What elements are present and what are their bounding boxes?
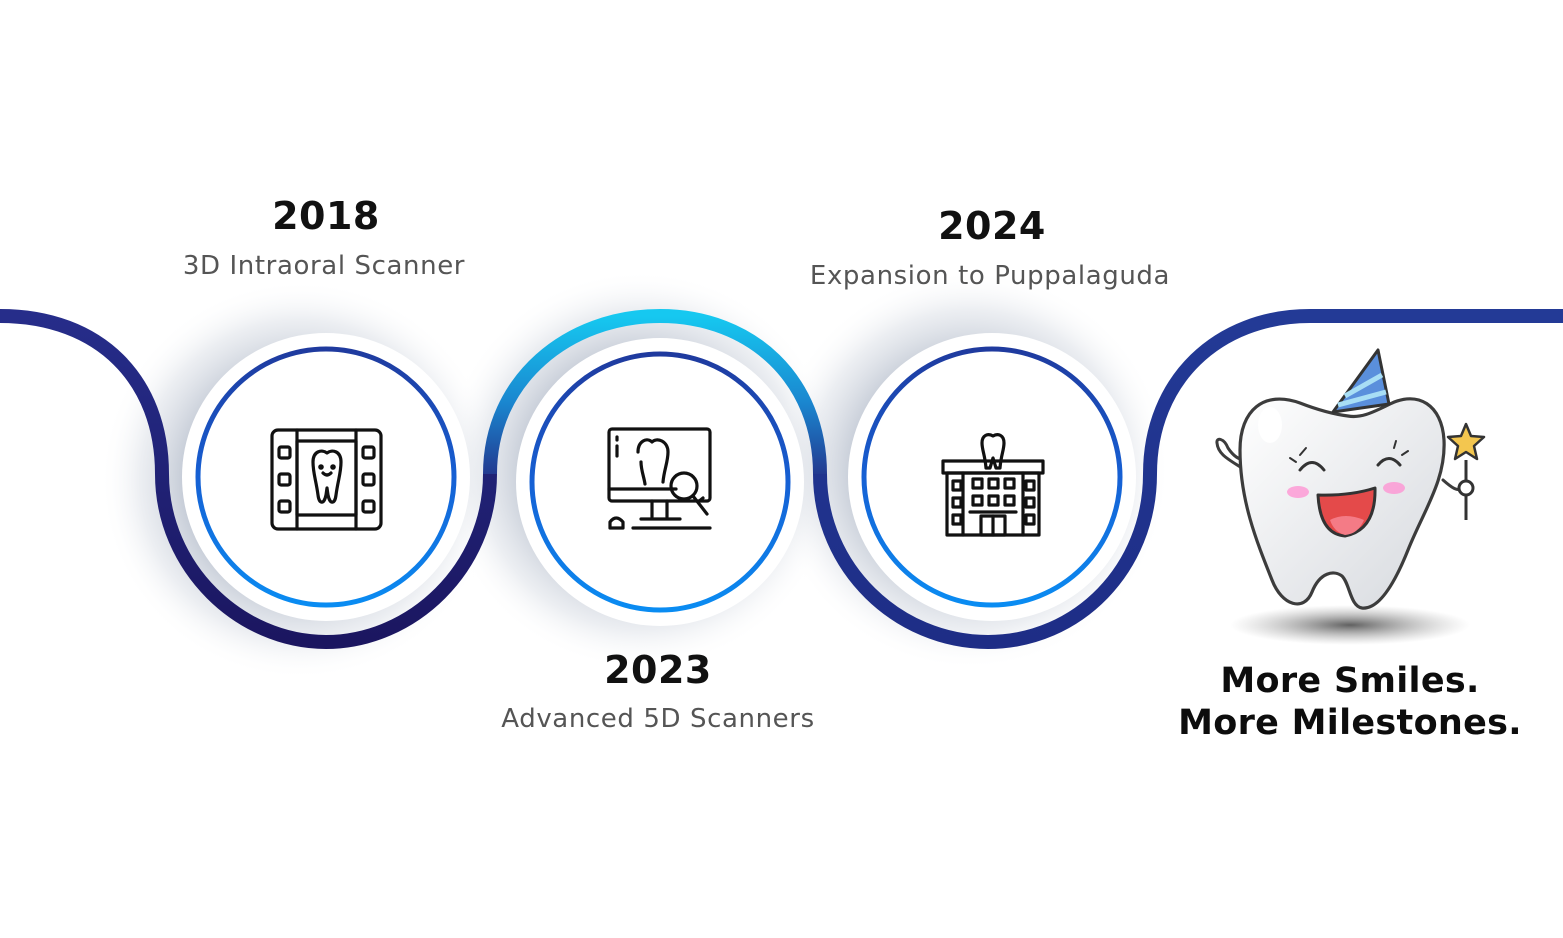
dental-clinic-building-icon [941,433,1045,537]
tooth-xray-film-icon [270,428,383,531]
milestone-2024-year: 2024 [938,204,1046,248]
tagline-line-2: More Milestones. [1178,703,1522,743]
milestone-2024-disc [848,333,1136,621]
milestone-2023-description: Advanced 5D Scanners [501,704,815,734]
dental-scan-monitor-icon [607,427,712,530]
milestone-2023-year: 2023 [604,648,712,692]
tagline-line-1: More Smiles. [1220,661,1480,701]
milestone-2024-description: Expansion to Puppalaguda [809,261,1171,291]
milestone-2018-disc [182,333,470,621]
milestone-2023-disc [516,338,804,626]
timeline-curve [0,308,1563,650]
milestone-2018-year: 2018 [272,194,380,238]
tagline: More Smiles. More Milestones. [1150,660,1550,744]
milestone-2018-description: 3D Intraoral Scanner [182,251,466,281]
party-tooth-mascot [1215,348,1486,645]
